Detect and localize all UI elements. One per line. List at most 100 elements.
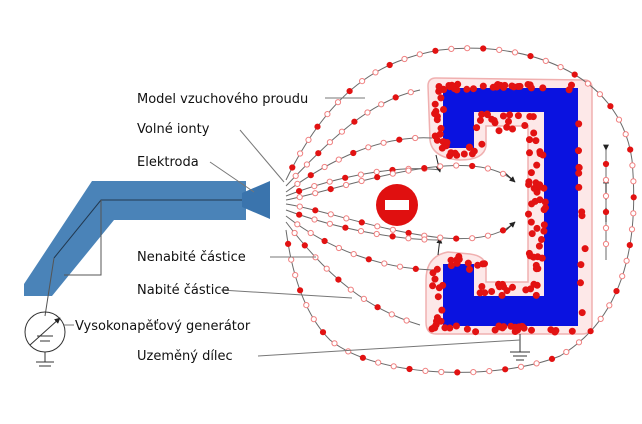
charged-particle	[480, 45, 487, 52]
charged-particle	[495, 127, 503, 135]
charged-particle	[464, 259, 472, 267]
uncharged-particle	[338, 128, 345, 135]
charged-particle	[429, 282, 437, 290]
charged-particle	[587, 328, 594, 335]
uncharged-particle	[557, 64, 564, 71]
charged-particle	[575, 147, 582, 155]
uncharged-particle	[365, 144, 372, 151]
charged-particle	[527, 285, 535, 293]
charged-particle	[540, 221, 548, 229]
charged-particle	[392, 94, 399, 101]
flow-line	[285, 165, 516, 201]
uncharged-particle	[563, 348, 570, 356]
negative-charge-icon	[376, 184, 418, 226]
uncharged-particle	[422, 367, 429, 374]
uncharged-particle	[517, 363, 525, 370]
uncharged-particle	[533, 360, 540, 367]
uncharged-particle	[464, 45, 471, 52]
charged-particle	[431, 275, 439, 283]
charged-particle	[577, 261, 585, 269]
uncharged-particle	[619, 273, 626, 280]
charged-particle	[528, 326, 535, 334]
uncharged-particle	[345, 348, 352, 355]
generator-wire-down	[44, 257, 55, 317]
uncharged-particle	[630, 210, 637, 217]
charged-particle	[613, 288, 620, 295]
charged-particle	[538, 236, 545, 243]
charged-particle	[473, 124, 481, 132]
charged-particle	[466, 144, 473, 151]
charged-particle	[602, 208, 610, 216]
charged-particle	[540, 227, 548, 235]
generator-wire	[64, 200, 102, 276]
uncharged-particle	[602, 224, 610, 232]
uncharged-particle	[597, 315, 604, 322]
label-uncharged-particles: Nenabité částice	[137, 250, 246, 265]
label-free-ions: Volné ionty	[137, 122, 210, 137]
charged-particle	[494, 81, 502, 88]
charged-particle	[312, 207, 319, 214]
uncharged-particle	[622, 131, 629, 138]
charged-particle	[463, 325, 471, 333]
uncharged-particle	[307, 229, 314, 237]
charged-particle	[346, 88, 353, 95]
charged-particle	[483, 110, 491, 118]
flow-line	[285, 203, 516, 240]
uncharged-particle	[347, 286, 354, 293]
charged-particle	[527, 53, 534, 60]
charged-particle	[396, 136, 403, 143]
charged-particle	[535, 242, 543, 250]
charged-particle	[530, 129, 538, 137]
charged-particle	[319, 329, 327, 336]
uncharged-particle	[343, 181, 350, 189]
uncharged-particle	[350, 251, 357, 258]
charged-particle	[432, 47, 439, 54]
charged-particle	[505, 118, 512, 125]
uncharged-particle	[335, 244, 342, 252]
charged-particle	[481, 260, 488, 268]
charged-particle	[502, 366, 509, 373]
charged-particle	[526, 113, 534, 120]
generator-symbol-icon	[24, 311, 66, 367]
uncharged-particle	[405, 167, 412, 174]
charged-particle	[508, 82, 516, 90]
uncharged-particle	[405, 235, 412, 242]
charged-particle	[433, 265, 441, 273]
charged-particle	[301, 242, 308, 249]
flow-line	[285, 89, 421, 187]
charged-particle	[490, 117, 498, 124]
uncharged-particle	[623, 257, 630, 264]
charged-particle	[515, 323, 523, 331]
uncharged-particle	[448, 45, 455, 53]
charged-particle	[446, 324, 454, 332]
spray-gun-body	[24, 181, 246, 296]
charged-particle	[434, 293, 442, 301]
charged-particle	[506, 111, 514, 119]
charged-particle	[285, 240, 292, 247]
charged-particle	[530, 280, 538, 288]
leader-electrode	[209, 161, 255, 193]
uncharged-particle	[403, 317, 410, 324]
uncharged-particle	[416, 51, 423, 58]
charged-particle	[358, 219, 365, 226]
charged-particle	[435, 87, 443, 95]
uncharged-particle	[628, 226, 636, 233]
label-air-flow-model: Model vzuchového proudu	[137, 92, 308, 107]
charged-particle	[447, 256, 455, 264]
uncharged-particle	[324, 111, 331, 118]
uncharged-particle	[364, 109, 371, 116]
charged-particle	[540, 206, 548, 214]
charged-particle	[530, 184, 538, 192]
uncharged-particle	[407, 89, 414, 96]
charged-particle	[431, 110, 439, 118]
uncharged-particle	[326, 139, 333, 146]
charged-particle	[386, 61, 393, 69]
uncharged-particle	[323, 265, 330, 272]
charged-particle	[509, 125, 516, 133]
arrow	[436, 237, 443, 256]
charged-particle	[476, 116, 484, 124]
uncharged-particle	[294, 221, 301, 228]
charged-particle	[440, 106, 447, 113]
charged-particle	[503, 123, 511, 131]
charged-particle	[528, 230, 536, 238]
